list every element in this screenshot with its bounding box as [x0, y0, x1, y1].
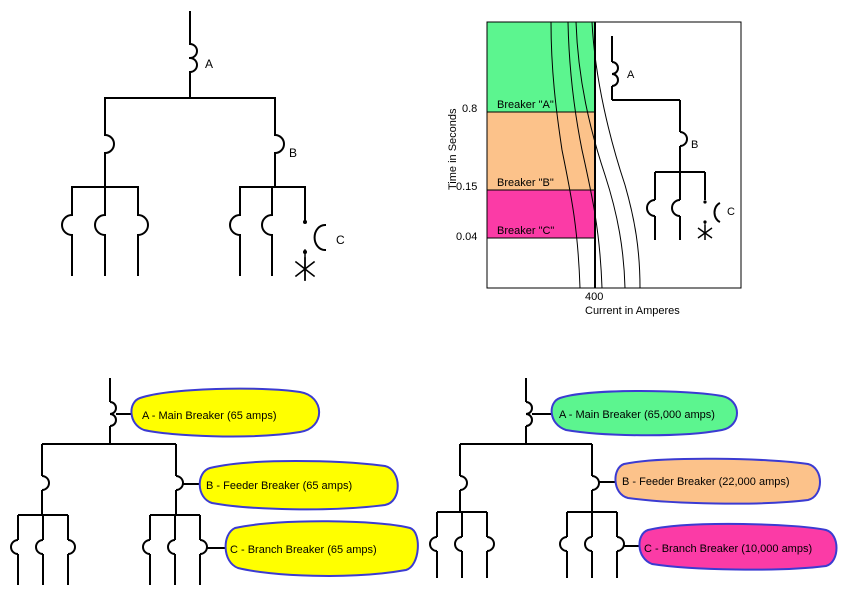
callout-bubble-main-green [550, 390, 738, 437]
label-c: C [336, 233, 345, 247]
callout-bubble-main-yellow [130, 387, 321, 438]
one-line-diagram-bottom-right [429, 378, 642, 578]
callout-a-yellow: A - Main Breaker (65 amps) [142, 410, 277, 422]
one-line-diagram-bottom-left [10, 378, 228, 585]
callout-bubble-branch-yellow [224, 520, 419, 577]
zone-label-b: Breaker "B" [497, 177, 554, 189]
inset-label-a: A [627, 69, 635, 81]
time-current-chart: Breaker "A" Breaker "B" Breaker "C" 0.8 … [447, 21, 742, 317]
breaker-a-symbol [188, 42, 198, 74]
callout-bubble-branch-pink [638, 522, 838, 571]
curve-2 [567, 21, 603, 289]
y-tick-0.8: 0.8 [462, 103, 477, 115]
callout-c-pink: C - Branch Breaker (10,000 amps) [644, 543, 812, 555]
inset-label-c: C [727, 206, 735, 218]
breaker-b-symbol [273, 133, 285, 155]
curve-3 [575, 21, 626, 289]
callout-b-orange: B - Feeder Breaker (22,000 amps) [622, 476, 790, 488]
y-tick-0.15: 0.15 [456, 181, 477, 193]
callout-b-yellow: B - Feeder Breaker (65 amps) [206, 480, 352, 492]
callout-a-green: A - Main Breaker (65,000 amps) [559, 409, 715, 421]
zone-label-a: Breaker "A" [497, 99, 554, 111]
inset-label-b: B [691, 139, 698, 151]
label-a: A [205, 57, 213, 71]
zone-label-c: Breaker "C" [497, 225, 554, 237]
y-axis-label: Time in Seconds [447, 108, 459, 190]
zone-breaker-c [487, 190, 595, 238]
one-line-diagram-top-left [61, 11, 327, 281]
callout-c-yellow: C - Branch Breaker (65 amps) [230, 544, 377, 556]
callout-bubble-feeder-orange [614, 457, 821, 505]
fault-marker [294, 257, 316, 281]
breaker-c-symbol [313, 223, 327, 252]
curve-1 [550, 21, 581, 289]
callout-bubble-feeder-yellow [198, 460, 399, 511]
x-tick-400: 400 [585, 291, 603, 303]
curve-4 [591, 21, 641, 289]
label-b: B [289, 146, 297, 160]
inset-diagram [611, 36, 721, 240]
y-tick-0.04: 0.04 [456, 231, 477, 243]
x-axis-label: Current in Amperes [585, 305, 680, 317]
